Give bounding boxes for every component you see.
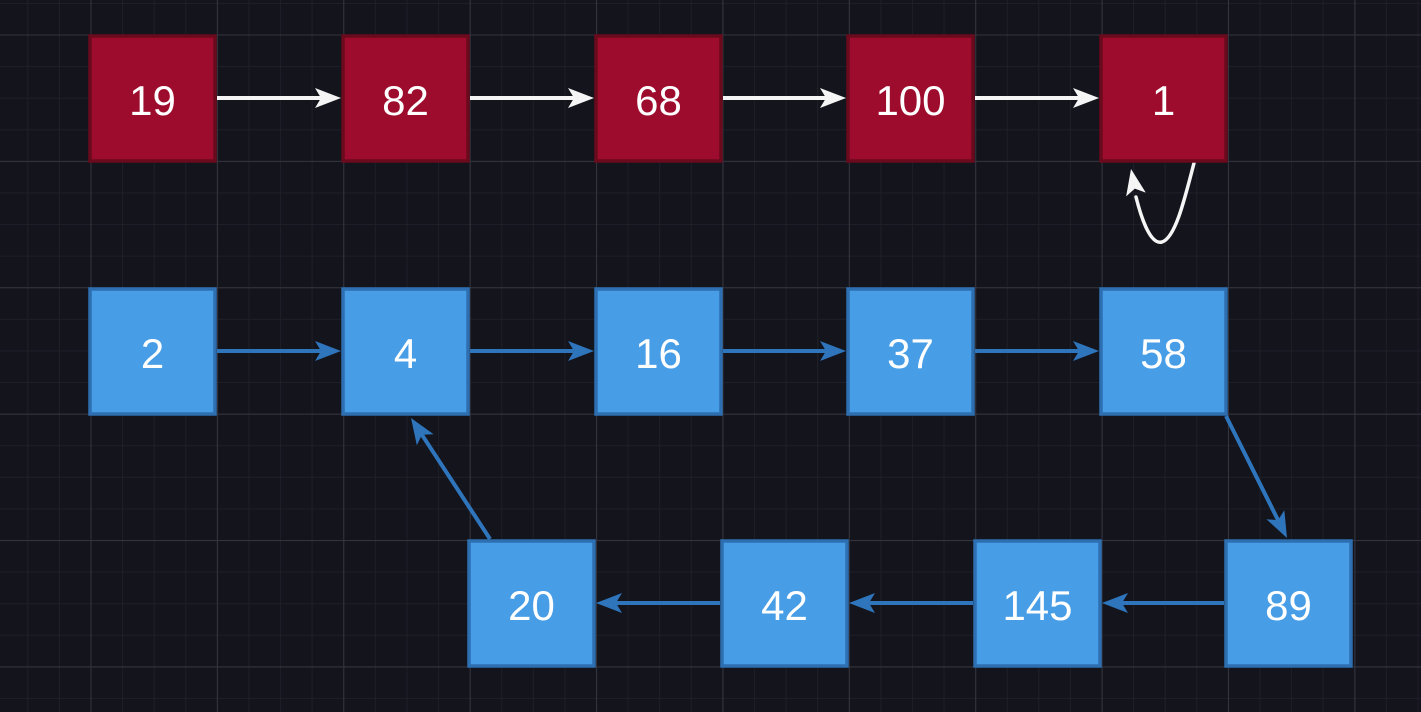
node-label: 100 — [875, 77, 945, 124]
arrow-shaft — [1224, 415, 1281, 522]
arrow-58-89[interactable] — [1224, 415, 1296, 542]
list-node-4[interactable]: 4 — [341, 287, 470, 416]
node-box[interactable] — [467, 539, 596, 668]
arrow-100-1[interactable] — [975, 88, 1099, 108]
node-label: 42 — [761, 582, 808, 629]
arrow-19-82[interactable] — [217, 88, 341, 108]
arrow-37-58[interactable] — [975, 341, 1099, 361]
node-label: 2 — [141, 330, 164, 377]
arrow-16-37[interactable] — [723, 341, 846, 361]
arrow-shaft — [419, 432, 492, 541]
node-label: 82 — [382, 77, 429, 124]
list-node-20[interactable]: 20 — [467, 539, 596, 668]
arrowhead — [315, 341, 341, 361]
node-box[interactable] — [846, 34, 975, 163]
node-label: 89 — [1265, 582, 1312, 629]
node-box[interactable] — [720, 539, 849, 668]
arrow-2-4[interactable] — [217, 341, 341, 361]
arrow-42-20[interactable] — [596, 593, 720, 613]
arrow-82-68[interactable] — [470, 88, 594, 108]
node-label: 1 — [1152, 77, 1175, 124]
arrowhead — [849, 593, 875, 613]
node-label: 20 — [508, 582, 555, 629]
list-node-100[interactable]: 100 — [846, 34, 975, 163]
node-label: 58 — [1140, 330, 1187, 377]
arrow-4-16[interactable] — [470, 341, 594, 361]
arrowhead — [820, 341, 846, 361]
node-box[interactable] — [1099, 34, 1228, 163]
node-label: 19 — [129, 77, 176, 124]
arrowhead — [820, 88, 846, 108]
node-box[interactable] — [88, 34, 217, 163]
arrowhead — [568, 341, 594, 361]
self-loop-1[interactable] — [1121, 161, 1196, 244]
arrow-68-100[interactable] — [723, 88, 846, 108]
node-box[interactable] — [973, 539, 1102, 668]
arrowhead — [315, 88, 341, 108]
list-node-89[interactable]: 89 — [1224, 539, 1353, 668]
arrow-145-42[interactable] — [849, 593, 973, 613]
list-node-2[interactable]: 2 — [88, 287, 217, 416]
arrowhead — [1073, 341, 1099, 361]
node-label: 37 — [887, 330, 934, 377]
node-box[interactable] — [594, 34, 723, 163]
list-node-82[interactable]: 82 — [341, 34, 470, 163]
node-box[interactable] — [1224, 539, 1353, 668]
list-node-145[interactable]: 145 — [973, 539, 1102, 668]
arrowhead — [1073, 88, 1099, 108]
node-label: 68 — [635, 77, 682, 124]
arrow-20-4[interactable] — [403, 413, 492, 541]
list-node-58[interactable]: 58 — [1099, 287, 1228, 416]
arrowhead — [1266, 510, 1287, 538]
node-box[interactable] — [846, 287, 975, 416]
list-node-42[interactable]: 42 — [720, 539, 849, 668]
arrowhead — [568, 88, 594, 108]
node-label: 145 — [1002, 582, 1072, 629]
list-node-68[interactable]: 68 — [594, 34, 723, 163]
list-node-1[interactable]: 1 — [1099, 34, 1228, 163]
node-label: 4 — [394, 330, 417, 377]
arrowhead — [596, 593, 622, 613]
list-node-19[interactable]: 19 — [88, 34, 217, 163]
loop-curve — [1134, 161, 1196, 244]
node-box[interactable] — [594, 287, 723, 416]
arrowhead — [1126, 169, 1146, 197]
arrowhead — [1102, 593, 1128, 613]
node-box[interactable] — [341, 287, 470, 416]
node-box[interactable] — [1099, 287, 1228, 416]
arrow-89-145[interactable] — [1102, 593, 1224, 613]
list-node-16[interactable]: 16 — [594, 287, 723, 416]
list-node-37[interactable]: 37 — [846, 287, 975, 416]
arrowhead — [411, 418, 434, 446]
node-box[interactable] — [88, 287, 217, 416]
node-box[interactable] — [341, 34, 470, 163]
node-label: 16 — [635, 330, 682, 377]
